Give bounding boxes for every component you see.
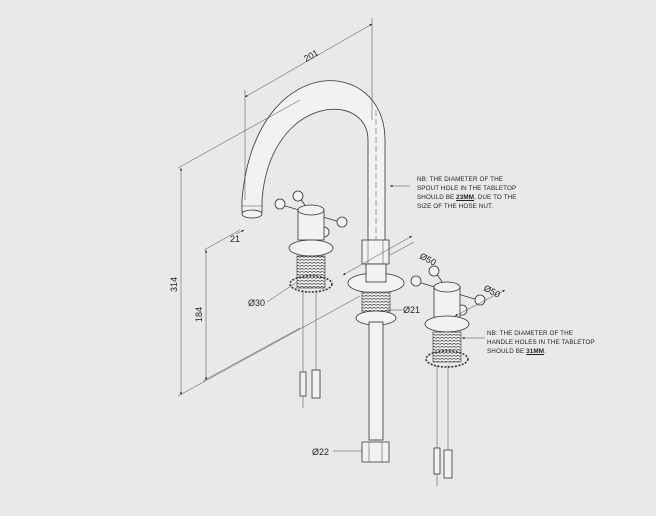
note-line: NB: THE DIAMETER OF THE [487, 330, 574, 337]
dim-21-outlet: 21 [230, 234, 240, 244]
note-line: SHOULD BE 23MM, DUE TO THE [417, 193, 517, 202]
note-text: SHOULD BE [487, 348, 527, 355]
note-text: SHOULD BE [417, 194, 457, 201]
note-line: HANDLE HOLES IN THE TABLETOP [487, 339, 595, 346]
dimension-lines [177, 18, 506, 452]
spout-hole-note: NB: THE DIAMETER OF THE SPOUT HOLE IN TH… [417, 175, 517, 211]
note-line: SHOULD BE 31MM. [487, 347, 595, 356]
left-handle-valve [274, 190, 348, 408]
spout-base [347, 239, 405, 463]
spout-hole-diameter: 23MM [456, 194, 475, 201]
note-line: SPOUT HOLE IN THE TABLETOP [417, 185, 517, 192]
dim-dia-30: Ø30 [248, 298, 265, 308]
note-text: . [544, 348, 546, 355]
dim-dia-22: Ø22 [312, 447, 329, 457]
note-text: , DUE TO THE [474, 194, 517, 201]
dim-184: 184 [194, 307, 204, 322]
note-line: SIZE OF THE HOSE NUT. [417, 203, 494, 210]
handle-hole-note: NB: THE DIAMETER OF THE HANDLE HOLES IN … [487, 329, 595, 356]
handle-hole-diameter: 31MM [526, 348, 545, 355]
dim-dia-21: Ø21 [403, 305, 420, 315]
note-line: NB: THE DIAMETER OF THE [417, 176, 504, 183]
dim-dia-50-handle: Ø50 [482, 283, 502, 300]
dim-dia-50-spout: Ø50 [418, 251, 438, 268]
dim-201: 201 [302, 48, 320, 64]
dim-314: 314 [169, 277, 179, 292]
right-handle-valve [410, 265, 486, 486]
